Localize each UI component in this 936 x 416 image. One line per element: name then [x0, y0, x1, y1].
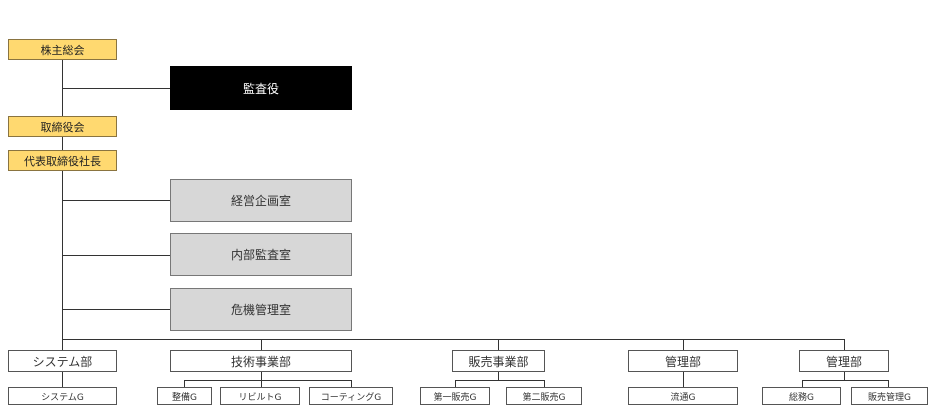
main-trunk-line [62, 60, 63, 339]
shareholders-meeting-box: 株主総会 [8, 39, 117, 60]
department-technical-box: 技術事業部 [170, 350, 352, 372]
dept-drop-5 [844, 339, 845, 350]
group-drop-tech-1 [184, 380, 185, 387]
department-admin-2-box: 管理部 [799, 350, 889, 372]
group-sales-2-g: 第二販売G [506, 387, 582, 405]
department-admin-1-box: 管理部 [628, 350, 738, 372]
staff-connector-2 [62, 255, 170, 256]
department-sales-box: 販売事業部 [452, 350, 545, 372]
group-drop-tech-3 [351, 380, 352, 387]
dept-drop-4 [683, 339, 684, 350]
group-connector-tech-bar [184, 380, 351, 381]
group-coating-g: コーティングG [309, 387, 393, 405]
corporate-planning-office-box: 経営企画室 [170, 179, 352, 222]
group-drop-sales-1 [455, 380, 456, 387]
group-rebuilt-g: リビルトG [220, 387, 300, 405]
group-drop-admin2-1 [802, 380, 803, 387]
staff-connector-3 [62, 309, 170, 310]
department-system-box: システム部 [8, 350, 117, 372]
group-drop-sales-2 [544, 380, 545, 387]
group-drop-admin2-2 [888, 380, 889, 387]
dept-drop-1 [62, 339, 63, 350]
group-connector-tech-trunk [261, 372, 262, 380]
group-connector-system [62, 372, 63, 387]
dept-drop-2 [261, 339, 262, 350]
group-general-affairs-g: 総務G [762, 387, 841, 405]
group-connector-admin2-trunk [844, 372, 845, 380]
group-sales-admin-g: 販売管理G [851, 387, 928, 405]
group-system-g: システムG [8, 387, 117, 405]
department-bus-line [62, 339, 845, 340]
board-of-directors-box: 取締役会 [8, 116, 117, 137]
group-maintenance-g: 整備G [157, 387, 212, 405]
group-connector-admin1 [683, 372, 684, 387]
internal-audit-office-box: 内部監査室 [170, 233, 352, 276]
group-connector-admin2-bar [802, 380, 888, 381]
group-connector-sales-trunk [498, 372, 499, 380]
group-connector-sales-bar [455, 380, 544, 381]
auditor-connector [62, 88, 170, 89]
crisis-management-office-box: 危機管理室 [170, 288, 352, 331]
staff-connector-1 [62, 200, 170, 201]
group-distribution-g: 流通G [628, 387, 738, 405]
dept-drop-3 [498, 339, 499, 350]
group-drop-tech-2 [261, 380, 262, 387]
group-sales-1-g: 第一販売G [420, 387, 490, 405]
president-box: 代表取締役社長 [8, 150, 117, 171]
auditor-box: 監査役 [170, 66, 352, 110]
